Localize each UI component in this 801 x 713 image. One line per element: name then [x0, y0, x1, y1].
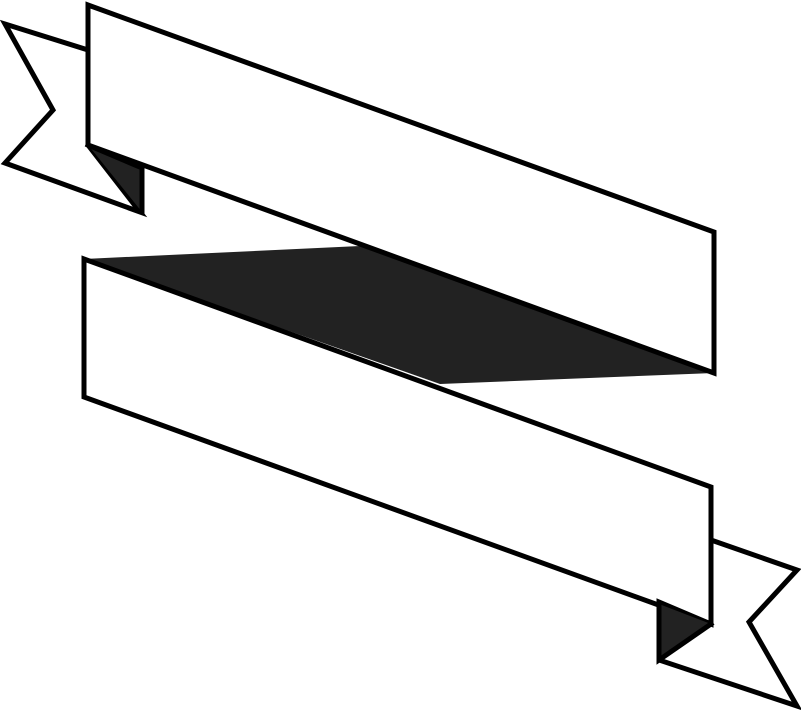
- ribbon-fold-right-edge: [656, 601, 715, 665]
- ribbon-fold-right: [659, 604, 711, 660]
- ribbon-band-top: [85, 1, 717, 377]
- ribbon-fold-left: [88, 145, 142, 212]
- ribbon-tail-right: [656, 536, 801, 710]
- ribbon-center-twist: [84, 246, 714, 384]
